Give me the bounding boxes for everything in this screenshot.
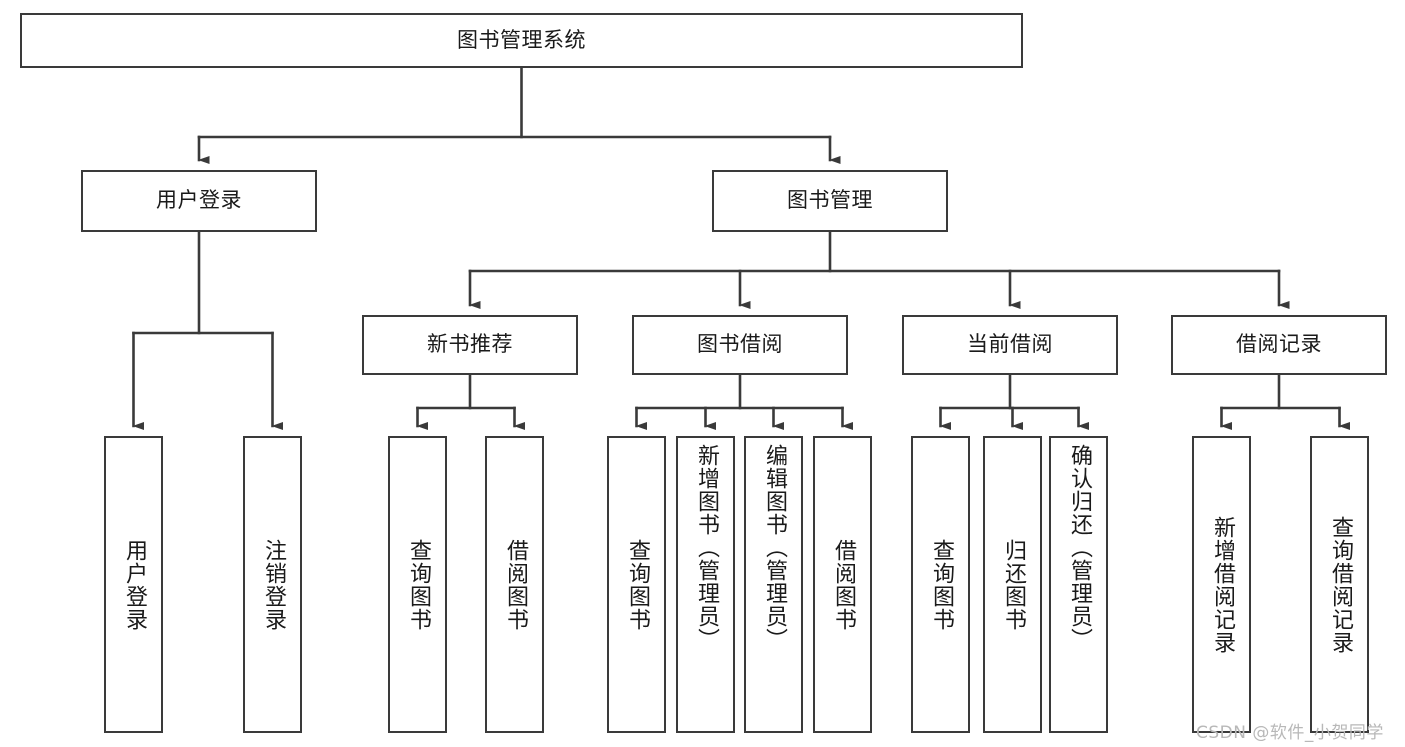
leaf-edit-book-label: 编辑图书（管理员）	[761, 444, 787, 651]
leaf-query-record-label: 查询借阅记录	[1327, 515, 1353, 654]
leaf-add-record[interactable]: 新增借阅记录	[1192, 436, 1251, 733]
leaf-query-book-cur-label: 查询图书	[928, 538, 954, 631]
node-book-borrow-label: 图书借阅	[697, 332, 783, 357]
leaf-borrow-book-label: 借阅图书	[830, 538, 856, 631]
leaf-add-book-label: 新增图书（管理员）	[693, 444, 719, 651]
csdn-watermark: CSDN @软件_小贺同学	[1196, 723, 1384, 743]
leaf-add-book[interactable]: 新增图书（管理员）	[676, 436, 735, 733]
node-borrow-record[interactable]: 借阅记录	[1171, 315, 1387, 375]
leaf-borrow-book[interactable]: 借阅图书	[813, 436, 872, 733]
node-user-login-label: 用户登录	[156, 188, 242, 213]
node-root-label: 图书管理系统	[457, 27, 586, 52]
leaf-return-book-label: 归还图书	[1000, 538, 1026, 631]
leaf-borrow-book-rec[interactable]: 借阅图书	[485, 436, 544, 733]
leaf-borrow-book-rec-label: 借阅图书	[502, 538, 528, 631]
leaf-query-book-rec-label: 查询图书	[405, 538, 431, 631]
node-new-book-rec-label: 新书推荐	[427, 332, 513, 357]
node-new-book-rec[interactable]: 新书推荐	[362, 315, 578, 375]
leaf-confirm-return[interactable]: 确认归还（管理员）	[1049, 436, 1108, 733]
leaf-user-login[interactable]: 用户登录	[104, 436, 163, 733]
leaf-confirm-return-label: 确认归还（管理员）	[1066, 444, 1092, 651]
node-book-manage-label: 图书管理	[787, 188, 873, 213]
node-book-manage[interactable]: 图书管理	[712, 170, 948, 232]
leaf-user-login-label: 用户登录	[121, 538, 147, 631]
leaf-query-book-rec[interactable]: 查询图书	[388, 436, 447, 733]
node-root[interactable]: 图书管理系统	[20, 13, 1023, 68]
leaf-return-book[interactable]: 归还图书	[983, 436, 1042, 733]
leaf-query-book-borrow-label: 查询图书	[624, 538, 650, 631]
leaf-edit-book[interactable]: 编辑图书（管理员）	[744, 436, 803, 733]
leaf-query-book-cur[interactable]: 查询图书	[911, 436, 970, 733]
node-current-borrow[interactable]: 当前借阅	[902, 315, 1118, 375]
leaf-logout[interactable]: 注销登录	[243, 436, 302, 733]
leaf-query-book-borrow[interactable]: 查询图书	[607, 436, 666, 733]
leaf-query-record[interactable]: 查询借阅记录	[1310, 436, 1369, 733]
node-book-borrow[interactable]: 图书借阅	[632, 315, 848, 375]
leaf-add-record-label: 新增借阅记录	[1209, 515, 1235, 654]
node-user-login[interactable]: 用户登录	[81, 170, 317, 232]
node-borrow-record-label: 借阅记录	[1236, 332, 1322, 357]
node-current-borrow-label: 当前借阅	[967, 332, 1053, 357]
leaf-logout-label: 注销登录	[260, 538, 286, 631]
